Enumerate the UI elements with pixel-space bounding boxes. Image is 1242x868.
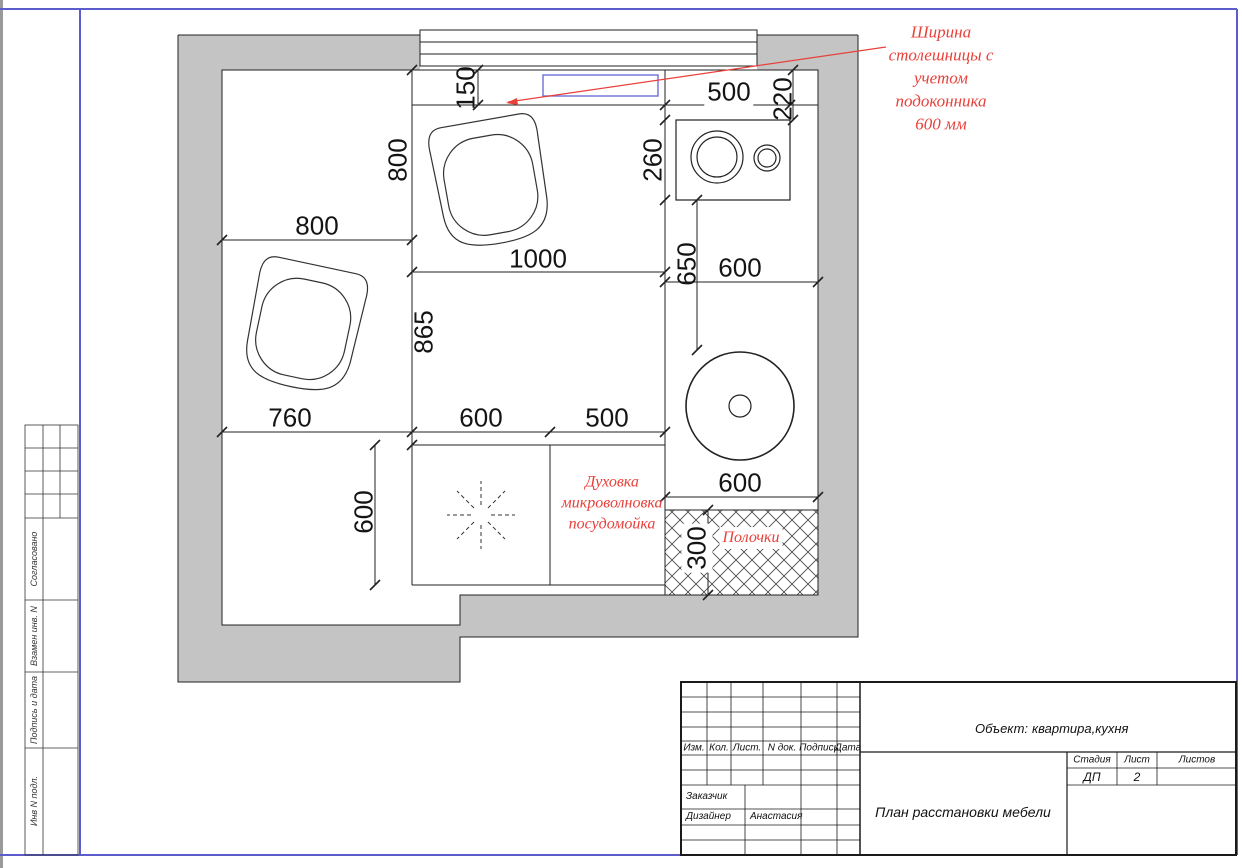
dim-label-650: 650 (671, 242, 702, 286)
dim-label-865: 865 (408, 310, 439, 354)
cooktop (675, 119, 791, 201)
windowsill-rect (542, 74, 659, 97)
titleblock-header-kol: Кол. (709, 742, 729, 754)
dim-label-760: 760 (268, 402, 312, 433)
dim-label-600-right-bottom: 600 (718, 467, 762, 498)
strip-label-agreed: Согласовано (29, 531, 39, 587)
dimension-ticks (216, 64, 824, 601)
dim-label-600-center: 600 (459, 402, 503, 433)
dim-label-500-top: 500 (704, 76, 754, 108)
appliances-note-line: посудомойка (568, 515, 656, 533)
walls (178, 35, 858, 682)
side-strip-grid (24, 424, 79, 856)
countertop-note-line: учетом (914, 68, 968, 88)
dim-label-300: 300 (681, 523, 713, 573)
sheet-header: Лист (1124, 754, 1150, 766)
titleblock-header-podpis: Подпись (799, 742, 839, 754)
titleblock-header-list: Лист. (732, 742, 762, 754)
dim-label-800-top: 800 (295, 210, 339, 241)
drawing-title: План расстановки мебели (875, 804, 1051, 820)
customer-label: Заказчик (686, 791, 728, 802)
strip-label-sign-date: Подпись и дата (29, 675, 39, 745)
titleblock-header-izm: Изм. (683, 742, 705, 754)
chair-2 (246, 256, 369, 391)
countertop-note-line: Ширина (910, 22, 972, 42)
dim-label-150: 150 (450, 66, 481, 110)
sheet-value: 2 (1133, 770, 1141, 784)
object-label: Объект: (975, 721, 1029, 736)
countertop-note-line: подоконника (895, 91, 987, 111)
stage-value: ДП (1083, 770, 1101, 784)
designer-name: Анастасия (750, 811, 803, 822)
object-value: квартира,кухня (1032, 721, 1129, 736)
stage-header: Стадия (1073, 754, 1111, 766)
interior-lines (411, 70, 818, 595)
lamp-symbol (447, 481, 515, 549)
dim-label-800-left: 800 (382, 138, 413, 182)
designer-label: Дизайнер (686, 811, 731, 822)
countertop-note-line: столешницы с (888, 45, 994, 65)
dim-label-220: 220 (767, 77, 798, 121)
strip-label-inventory: Инв N подл. (29, 775, 39, 827)
countertop-note: Ширина столешницы с учетом подоконника 6… (889, 21, 994, 136)
titleblock-header-data: Дата (834, 742, 862, 754)
screen-edge (0, 0, 3, 868)
title-block-grid (680, 681, 1237, 856)
leader-line (506, 46, 887, 105)
appliances-note-line: микроволновка (561, 494, 663, 512)
titleblock-header-ndok: N док. (767, 742, 797, 754)
appliances-note: Духовка микроволновка посудомойка (562, 472, 663, 535)
dim-label-600-right-top: 600 (718, 252, 762, 283)
dim-label-500-center: 500 (585, 402, 629, 433)
countertop-note-line: 600 мм (915, 114, 967, 134)
round-table (685, 351, 795, 461)
dim-label-1000: 1000 (509, 243, 567, 274)
chair-1 (428, 113, 548, 246)
strip-label-replace: Взамен инв. N (29, 606, 39, 666)
sheets-header: Листов (1178, 754, 1216, 766)
wall-outlines (177, 34, 859, 683)
dim-label-260: 260 (637, 138, 668, 182)
dim-label-600-bottom-left: 600 (348, 490, 379, 534)
appliances-note-line: Духовка (585, 473, 639, 491)
window (419, 29, 758, 67)
shelves-note: Полочки (719, 527, 783, 549)
